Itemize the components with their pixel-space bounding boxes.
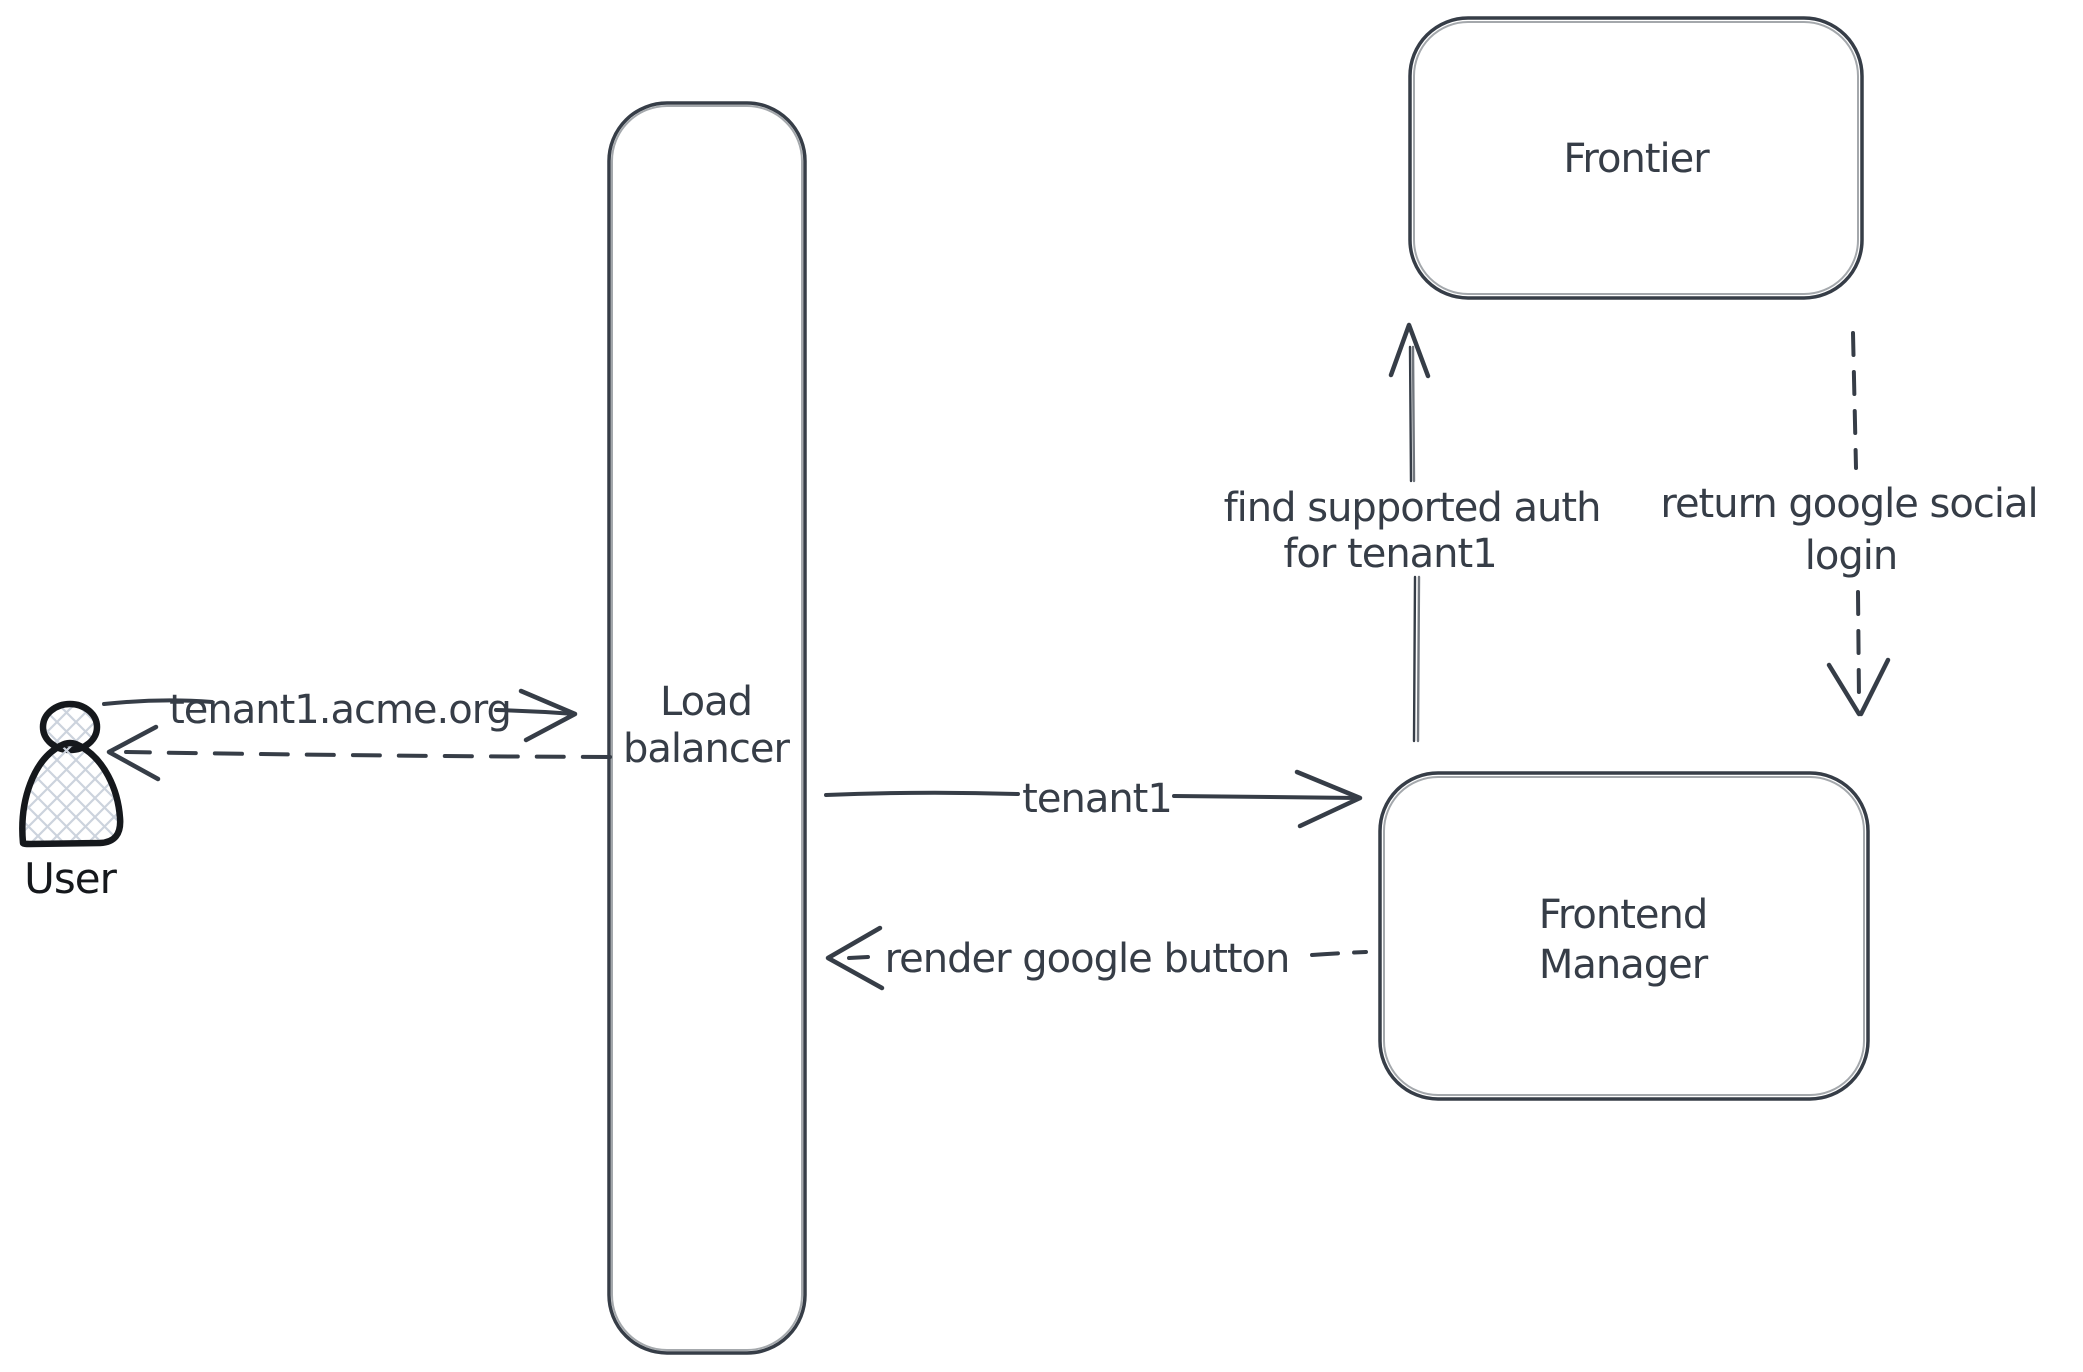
arrowhead-left-icon bbox=[825, 925, 885, 991]
edge-lb-to-fm-line-right bbox=[1172, 794, 1360, 800]
actor-user: User bbox=[19, 700, 124, 903]
edge-fm-to-lb-dash-left bbox=[847, 955, 870, 960]
edge-frontier-to-fm-dashes-lower bbox=[1856, 590, 1861, 702]
arrowhead-right-icon bbox=[518, 688, 578, 743]
frontend-manager-label-line2: Manager bbox=[1539, 942, 1709, 988]
frontier-box-sketch-stroke bbox=[1413, 21, 1859, 295]
edge-user-to-lb-line-right bbox=[494, 708, 577, 716]
edge-fm-to-frontier-shaft-upper-sketch bbox=[1411, 345, 1416, 483]
user-label: User bbox=[24, 854, 117, 903]
edge-lb-to-user-dashed-line bbox=[124, 750, 612, 759]
frontier-box bbox=[1408, 16, 1864, 300]
frontend-manager-box-sketch-stroke bbox=[1383, 776, 1865, 1096]
user-icon bbox=[19, 700, 124, 848]
edge-label-find-supported-auth-line2: for tenant1 bbox=[1283, 531, 1496, 577]
edge-lb-to-fm-line-left bbox=[824, 790, 1020, 797]
node-frontend-manager: Frontend Manager bbox=[1378, 771, 1870, 1101]
edge-frontend-manager-to-load-balancer: render google button bbox=[825, 925, 1368, 991]
load-balancer-box bbox=[607, 101, 807, 1355]
edge-fm-to-frontier-shaft-lower bbox=[1412, 575, 1417, 743]
frontier-label: Frontier bbox=[1563, 136, 1710, 182]
edge-label-return-google-social-line2: login bbox=[1805, 533, 1897, 579]
node-frontier: Frontier bbox=[1408, 16, 1864, 300]
load-balancer-box-sketch-stroke bbox=[611, 105, 803, 1351]
arrowhead-left-icon bbox=[106, 724, 161, 782]
edge-label-tenant1-acme-org: tenant1.acme.org bbox=[169, 687, 511, 733]
edge-frontend-manager-to-frontier: find supported auth for tenant1 bbox=[1224, 322, 1601, 743]
user-icon-body bbox=[19, 739, 124, 848]
edge-label-tenant1: tenant1 bbox=[1022, 776, 1172, 822]
edge-frontier-to-frontend-manager: return google social login bbox=[1660, 331, 2039, 717]
load-balancer-label-line1: Load bbox=[660, 679, 752, 725]
frontend-manager-label-line1: Frontend bbox=[1539, 892, 1708, 938]
edge-user-to-lb-line-left bbox=[102, 698, 214, 706]
edge-load-balancer-to-frontend-manager: tenant1 bbox=[824, 769, 1363, 829]
load-balancer-label-line2: balancer bbox=[623, 726, 790, 772]
edge-label-find-supported-auth-line1: find supported auth bbox=[1224, 485, 1601, 531]
arrowhead-up-icon bbox=[1388, 322, 1431, 379]
frontend-manager-box bbox=[1378, 771, 1870, 1101]
arrowhead-down-icon bbox=[1826, 657, 1891, 717]
edge-fm-to-frontier-shaft-upper bbox=[1408, 345, 1413, 483]
edge-fm-to-frontier-shaft-lower-sketch bbox=[1416, 575, 1421, 743]
edge-label-return-google-social-line1: return google social bbox=[1660, 481, 2037, 527]
edge-fm-to-lb-dashes-right bbox=[1310, 950, 1368, 957]
edge-label-render-google-button: render google button bbox=[885, 936, 1290, 982]
arrowhead-right-icon bbox=[1294, 769, 1363, 829]
node-load-balancer: Load balancer bbox=[607, 101, 807, 1355]
edge-user-to-load-balancer: tenant1.acme.org bbox=[102, 687, 578, 743]
edge-load-balancer-to-user bbox=[106, 724, 612, 782]
edge-frontier-to-fm-dashes-upper bbox=[1851, 331, 1858, 470]
